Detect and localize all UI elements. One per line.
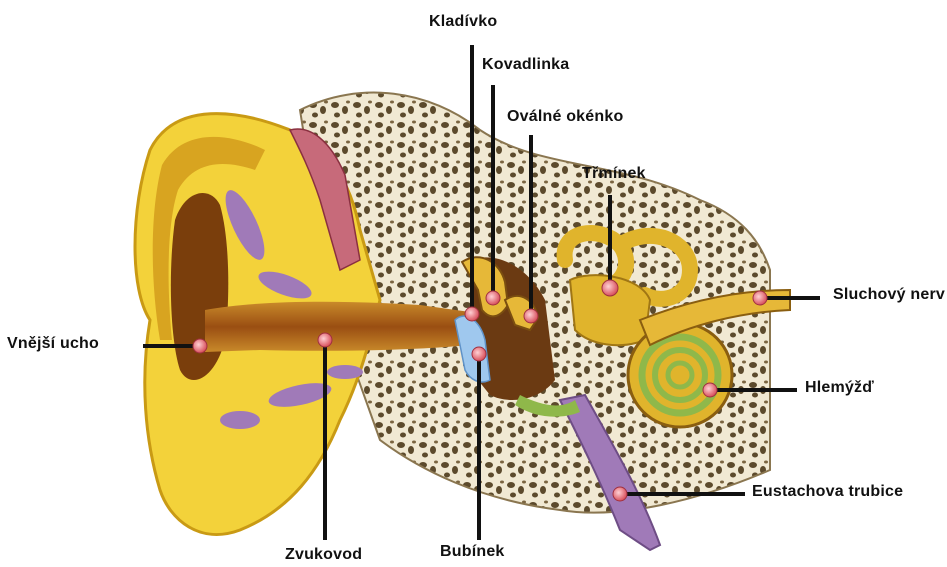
marker-zvukovod	[318, 333, 332, 347]
ear-canal	[205, 302, 470, 352]
cartilage	[327, 365, 363, 379]
marker-eustachova-trubice	[613, 487, 627, 501]
marker-kladivko	[465, 307, 479, 321]
label-eustachova-trubice: Eustachova trubice	[752, 483, 903, 501]
marker-triminek	[602, 280, 618, 296]
marker-vnejsi-ucho	[193, 339, 207, 353]
label-triminek: Třmínek	[582, 165, 646, 183]
label-kladivko: Kladívko	[429, 13, 497, 31]
label-sluchovy-nerv: Sluchový nerv	[833, 286, 945, 304]
cartilage	[220, 411, 260, 429]
marker-sluchovy-nerv	[753, 291, 767, 305]
label-bubinek: Bubínek	[440, 543, 505, 561]
marker-kovadlinka	[486, 291, 500, 305]
label-ovalne-okenko: Oválné okénko	[507, 108, 623, 126]
marker-hlemyzd	[703, 383, 717, 397]
marker-bubinek	[472, 347, 486, 361]
label-vnejsi-ucho: Vnější ucho	[7, 335, 99, 353]
label-zvukovod: Zvukovod	[285, 546, 362, 564]
label-hlemyzd: Hlemýžď	[805, 379, 874, 397]
label-kovadlinka: Kovadlinka	[482, 56, 569, 74]
marker-ovalne-okenko	[524, 309, 538, 323]
